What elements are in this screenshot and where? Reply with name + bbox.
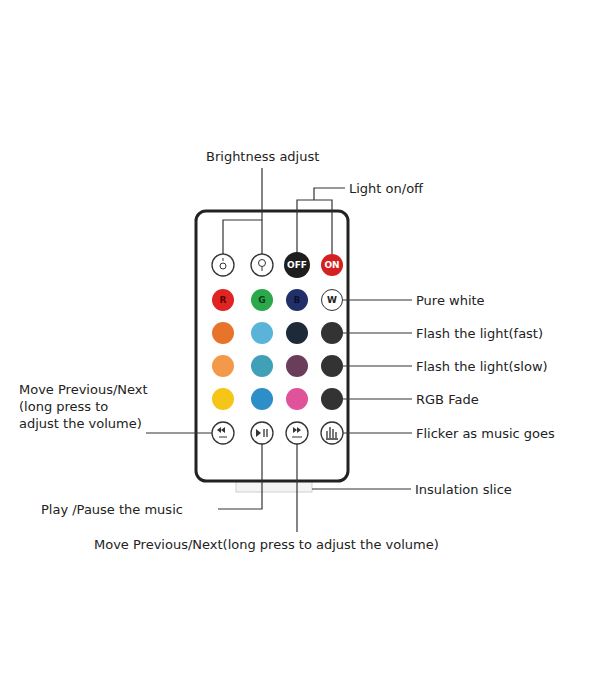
button-text: R: [220, 295, 227, 305]
callout-label: Flash the light(slow): [415, 358, 549, 375]
remote-button: G: [251, 289, 273, 311]
button-text: B: [294, 295, 301, 305]
leader-lines: [146, 168, 412, 532]
button-text: OFF: [287, 260, 307, 270]
callout-label: Move Previous/Next (long press to adjust…: [18, 381, 152, 432]
button-text: ON: [324, 260, 339, 270]
callout-label: RGB Fade: [415, 391, 480, 408]
remote-button: ON: [321, 254, 343, 276]
remote-button: B: [286, 289, 308, 311]
remote-button: R: [212, 289, 234, 311]
button-text: G: [258, 295, 265, 305]
remote-body: [196, 211, 348, 481]
callout-label: Light on/off: [348, 180, 424, 197]
remote-button: W: [321, 289, 343, 311]
button-text: W: [327, 295, 337, 305]
callout-label: Pure white: [415, 292, 486, 309]
callout-label: Flash the light(fast): [415, 325, 544, 342]
callout-label: Insulation slice: [414, 481, 513, 498]
remote-button: OFF: [284, 252, 310, 278]
callout-label: Move Previous/Next(long press to adjust …: [93, 536, 440, 553]
callout-label: Brightness adjust: [205, 148, 320, 165]
callout-label: Play /Pause the music: [40, 501, 184, 518]
callout-label: Flicker as music goes: [415, 425, 556, 442]
